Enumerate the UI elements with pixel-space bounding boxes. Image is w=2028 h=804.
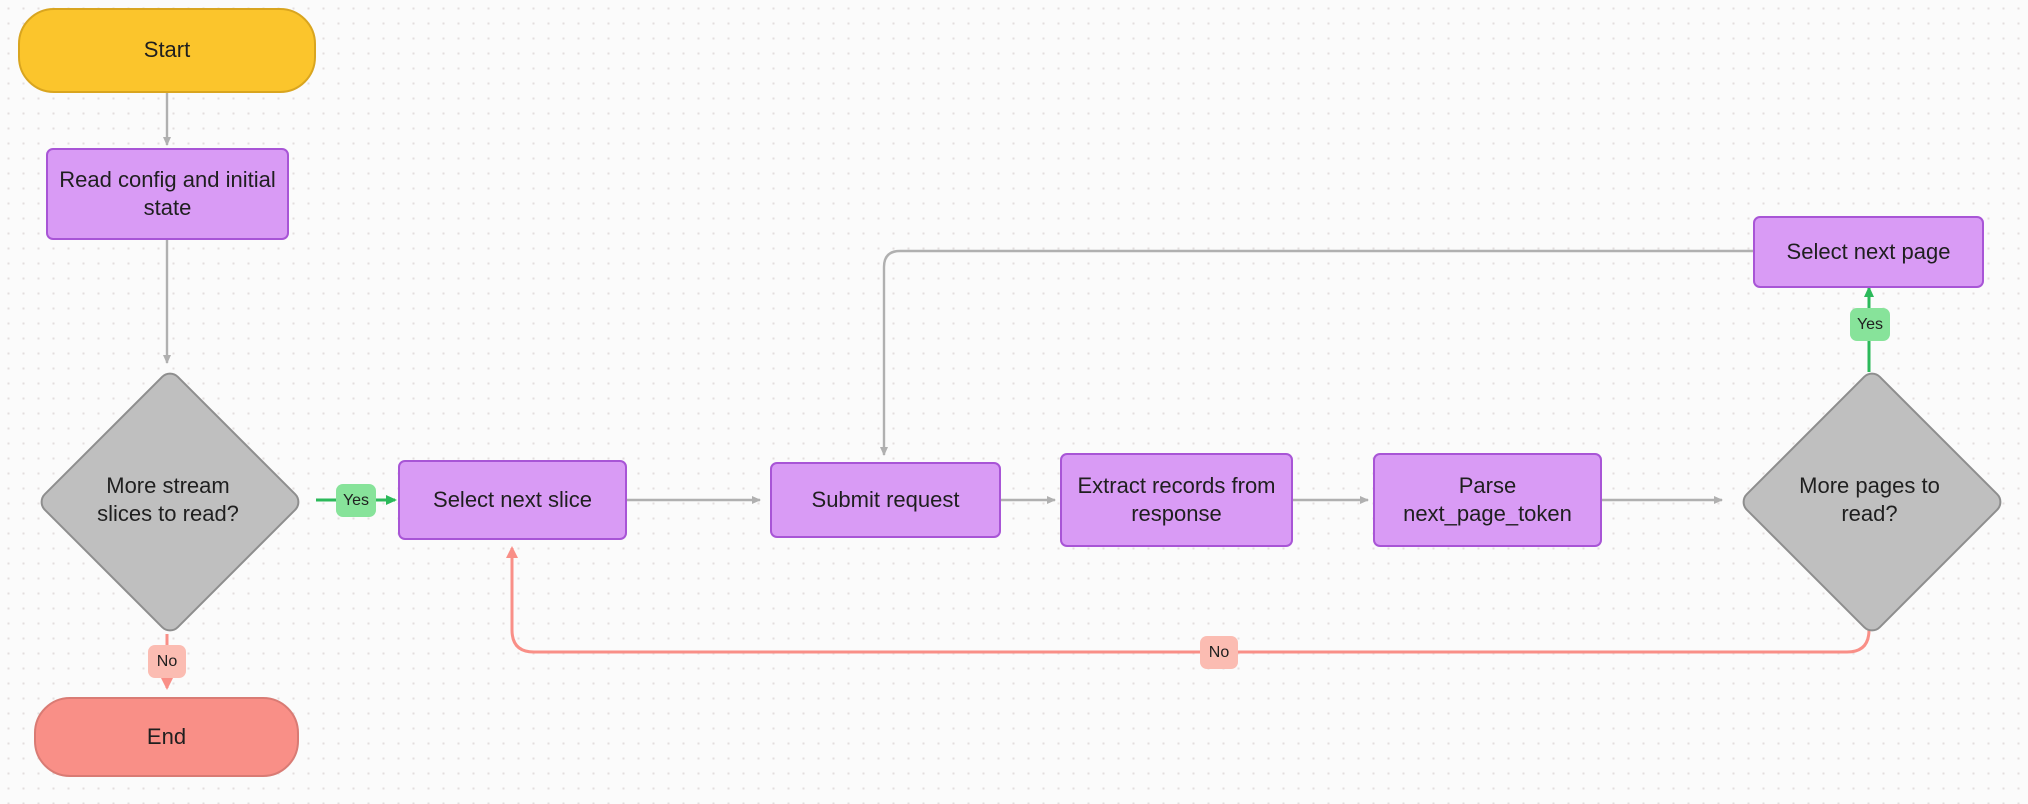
node-parse-next-page-token-label: Parse next_page_token	[1403, 472, 1572, 526]
node-start[interactable]: Start	[18, 8, 316, 93]
edge-label-pages-no: No	[1200, 636, 1238, 669]
node-parse-next-page-token[interactable]: Parse next_page_token	[1373, 453, 1602, 547]
node-read-config[interactable]: Read config and initial state	[46, 148, 289, 240]
edge-label-pages-yes: Yes	[1850, 308, 1890, 341]
edge-label-slices-yes-text: Yes	[342, 491, 370, 509]
node-start-label: Start	[143, 37, 191, 63]
edge-label-pages-yes-text: Yes	[1856, 315, 1884, 333]
edge-label-pages-no-text: No	[1208, 643, 1230, 661]
edge-label-slices-no: No	[148, 645, 186, 678]
node-select-next-page[interactable]: Select next page	[1753, 216, 1984, 288]
edge-label-slices-yes: Yes	[336, 484, 376, 517]
node-more-pages-label: More pages to read?	[1799, 472, 1940, 526]
edge-more-pages-no	[506, 546, 1871, 654]
node-submit-request[interactable]: Submit request	[770, 462, 1001, 538]
node-more-stream-slices[interactable]: More stream slices to read?	[20, 367, 316, 637]
node-extract-records-label: Extract records from response	[1077, 472, 1276, 526]
edge-label-slices-no-text: No	[156, 652, 178, 670]
node-end-label: End	[146, 723, 187, 749]
node-extract-records[interactable]: Extract records from response	[1060, 453, 1293, 547]
node-submit-request-label: Submit request	[811, 486, 960, 512]
edge-next-page-to-submit	[880, 249, 1753, 456]
node-more-stream-slices-label: More stream slices to read?	[97, 472, 239, 526]
node-read-config-label: Read config and initial state	[59, 166, 276, 220]
node-more-pages[interactable]: More pages to read?	[1722, 367, 2017, 637]
node-select-next-page-label: Select next page	[1786, 238, 1951, 264]
node-select-next-slice-label: Select next slice	[433, 486, 592, 512]
node-end[interactable]: End	[34, 697, 299, 777]
node-select-next-slice[interactable]: Select next slice	[398, 460, 627, 540]
